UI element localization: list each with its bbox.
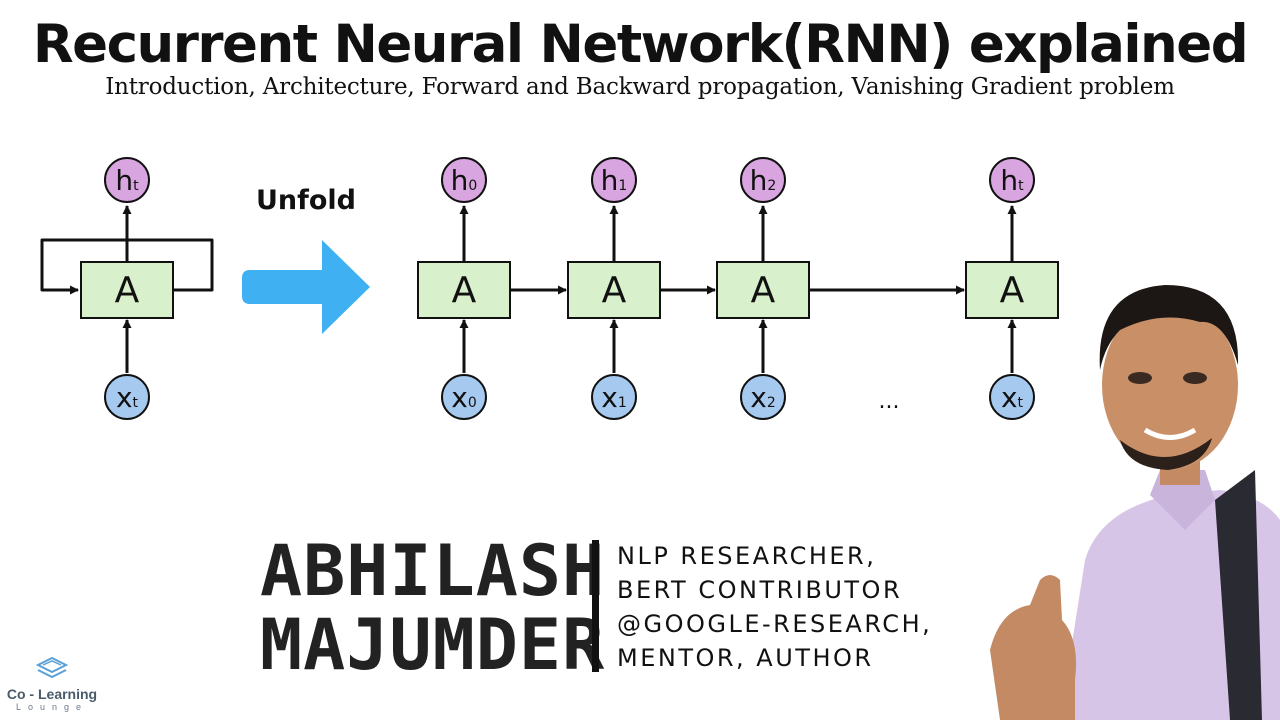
folded-rnn: A ht xt <box>40 157 214 420</box>
presenter-first-name: ABHILASH <box>260 530 606 612</box>
logo-icon <box>35 656 69 679</box>
hidden-node-label: h2 <box>750 164 777 197</box>
folded-cell <box>80 261 174 319</box>
input-node-label: x2 <box>750 381 776 414</box>
unfold-label: Unfold <box>256 185 356 216</box>
folded-input-label: xt <box>116 381 139 414</box>
rnn-cell-label: A <box>602 270 627 311</box>
input-node-label: x0 <box>451 381 477 414</box>
rnn-cell <box>417 261 511 319</box>
rnn-cell-label: A <box>751 270 776 311</box>
logo-subtitle: Lounge <box>15 702 89 712</box>
rnn-cell-label: A <box>1000 270 1025 311</box>
hidden-node-label: h1 <box>601 164 628 197</box>
input-node-label: x1 <box>601 381 627 414</box>
folded-cell-label: A <box>115 270 140 311</box>
rnn-cell <box>965 261 1059 319</box>
hidden-node-label: h0 <box>451 164 478 197</box>
ellipsis: ... <box>879 389 900 414</box>
input-node <box>441 374 487 420</box>
rnn-cell <box>567 261 661 319</box>
page-subtitle: Introduction, Architecture, Forward and … <box>105 74 1175 100</box>
logo-name: Co - Learning <box>6 686 98 702</box>
rnn-cell <box>716 261 810 319</box>
input-node-label: xt <box>1001 381 1024 414</box>
role-line: MENTOR, AUTHOR <box>617 644 874 672</box>
input-node <box>989 374 1035 420</box>
folded-hidden-label: ht <box>115 164 139 197</box>
hidden-node <box>740 157 786 203</box>
presenter-name: ABHILASH MAJUMDER <box>260 534 605 682</box>
rnn-cell-label: A <box>452 270 477 311</box>
hidden-node <box>591 157 637 203</box>
unrolled-rnn: Ah0 x0 Ah1 x1 Ah2 x2 Aht xt <box>417 157 1059 420</box>
folded-hidden-node <box>104 157 150 203</box>
role-line: BERT CONTRIBUTOR <box>617 576 903 604</box>
hidden-node <box>989 157 1035 203</box>
input-node <box>740 374 786 420</box>
page-title: Recurrent Neural Network(RNN) explained <box>32 14 1249 75</box>
hidden-node-label: ht <box>1000 164 1024 197</box>
hidden-node <box>441 157 487 203</box>
unfold-arrow-icon <box>242 240 370 334</box>
presenter-roles: NLP RESEARCHER, BERT CONTRIBUTOR @GOOGLE… <box>617 539 932 675</box>
co-learning-logo: Co - Learning Lounge <box>2 656 102 712</box>
role-line: @GOOGLE-RESEARCH, <box>617 610 933 638</box>
name-divider <box>592 540 599 672</box>
role-line: NLP RESEARCHER, <box>617 542 877 570</box>
presenter-last-name: MAJUMDER <box>260 604 606 686</box>
folded-input-node <box>104 374 150 420</box>
input-node <box>591 374 637 420</box>
presenter-photo <box>990 285 1280 720</box>
